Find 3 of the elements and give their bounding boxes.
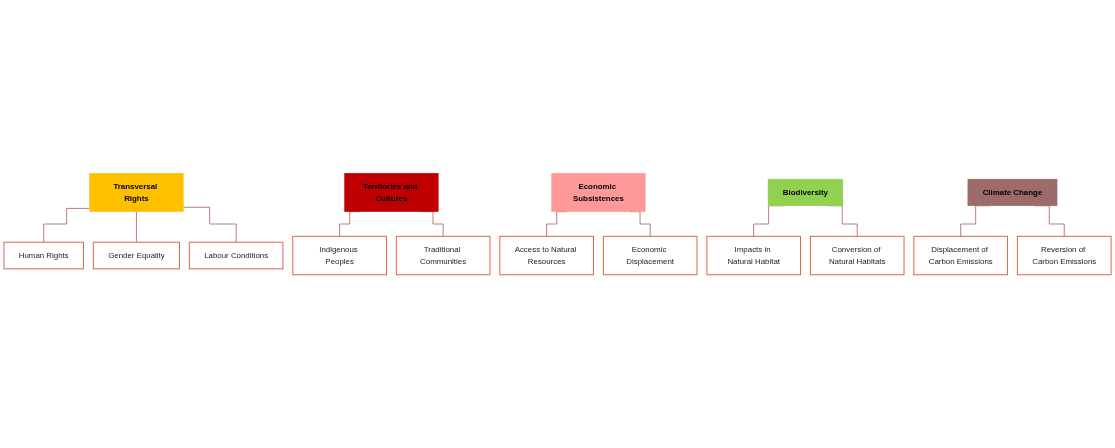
connector: [136, 211, 137, 243]
connector: [182, 206, 237, 243]
connector: [43, 208, 90, 243]
